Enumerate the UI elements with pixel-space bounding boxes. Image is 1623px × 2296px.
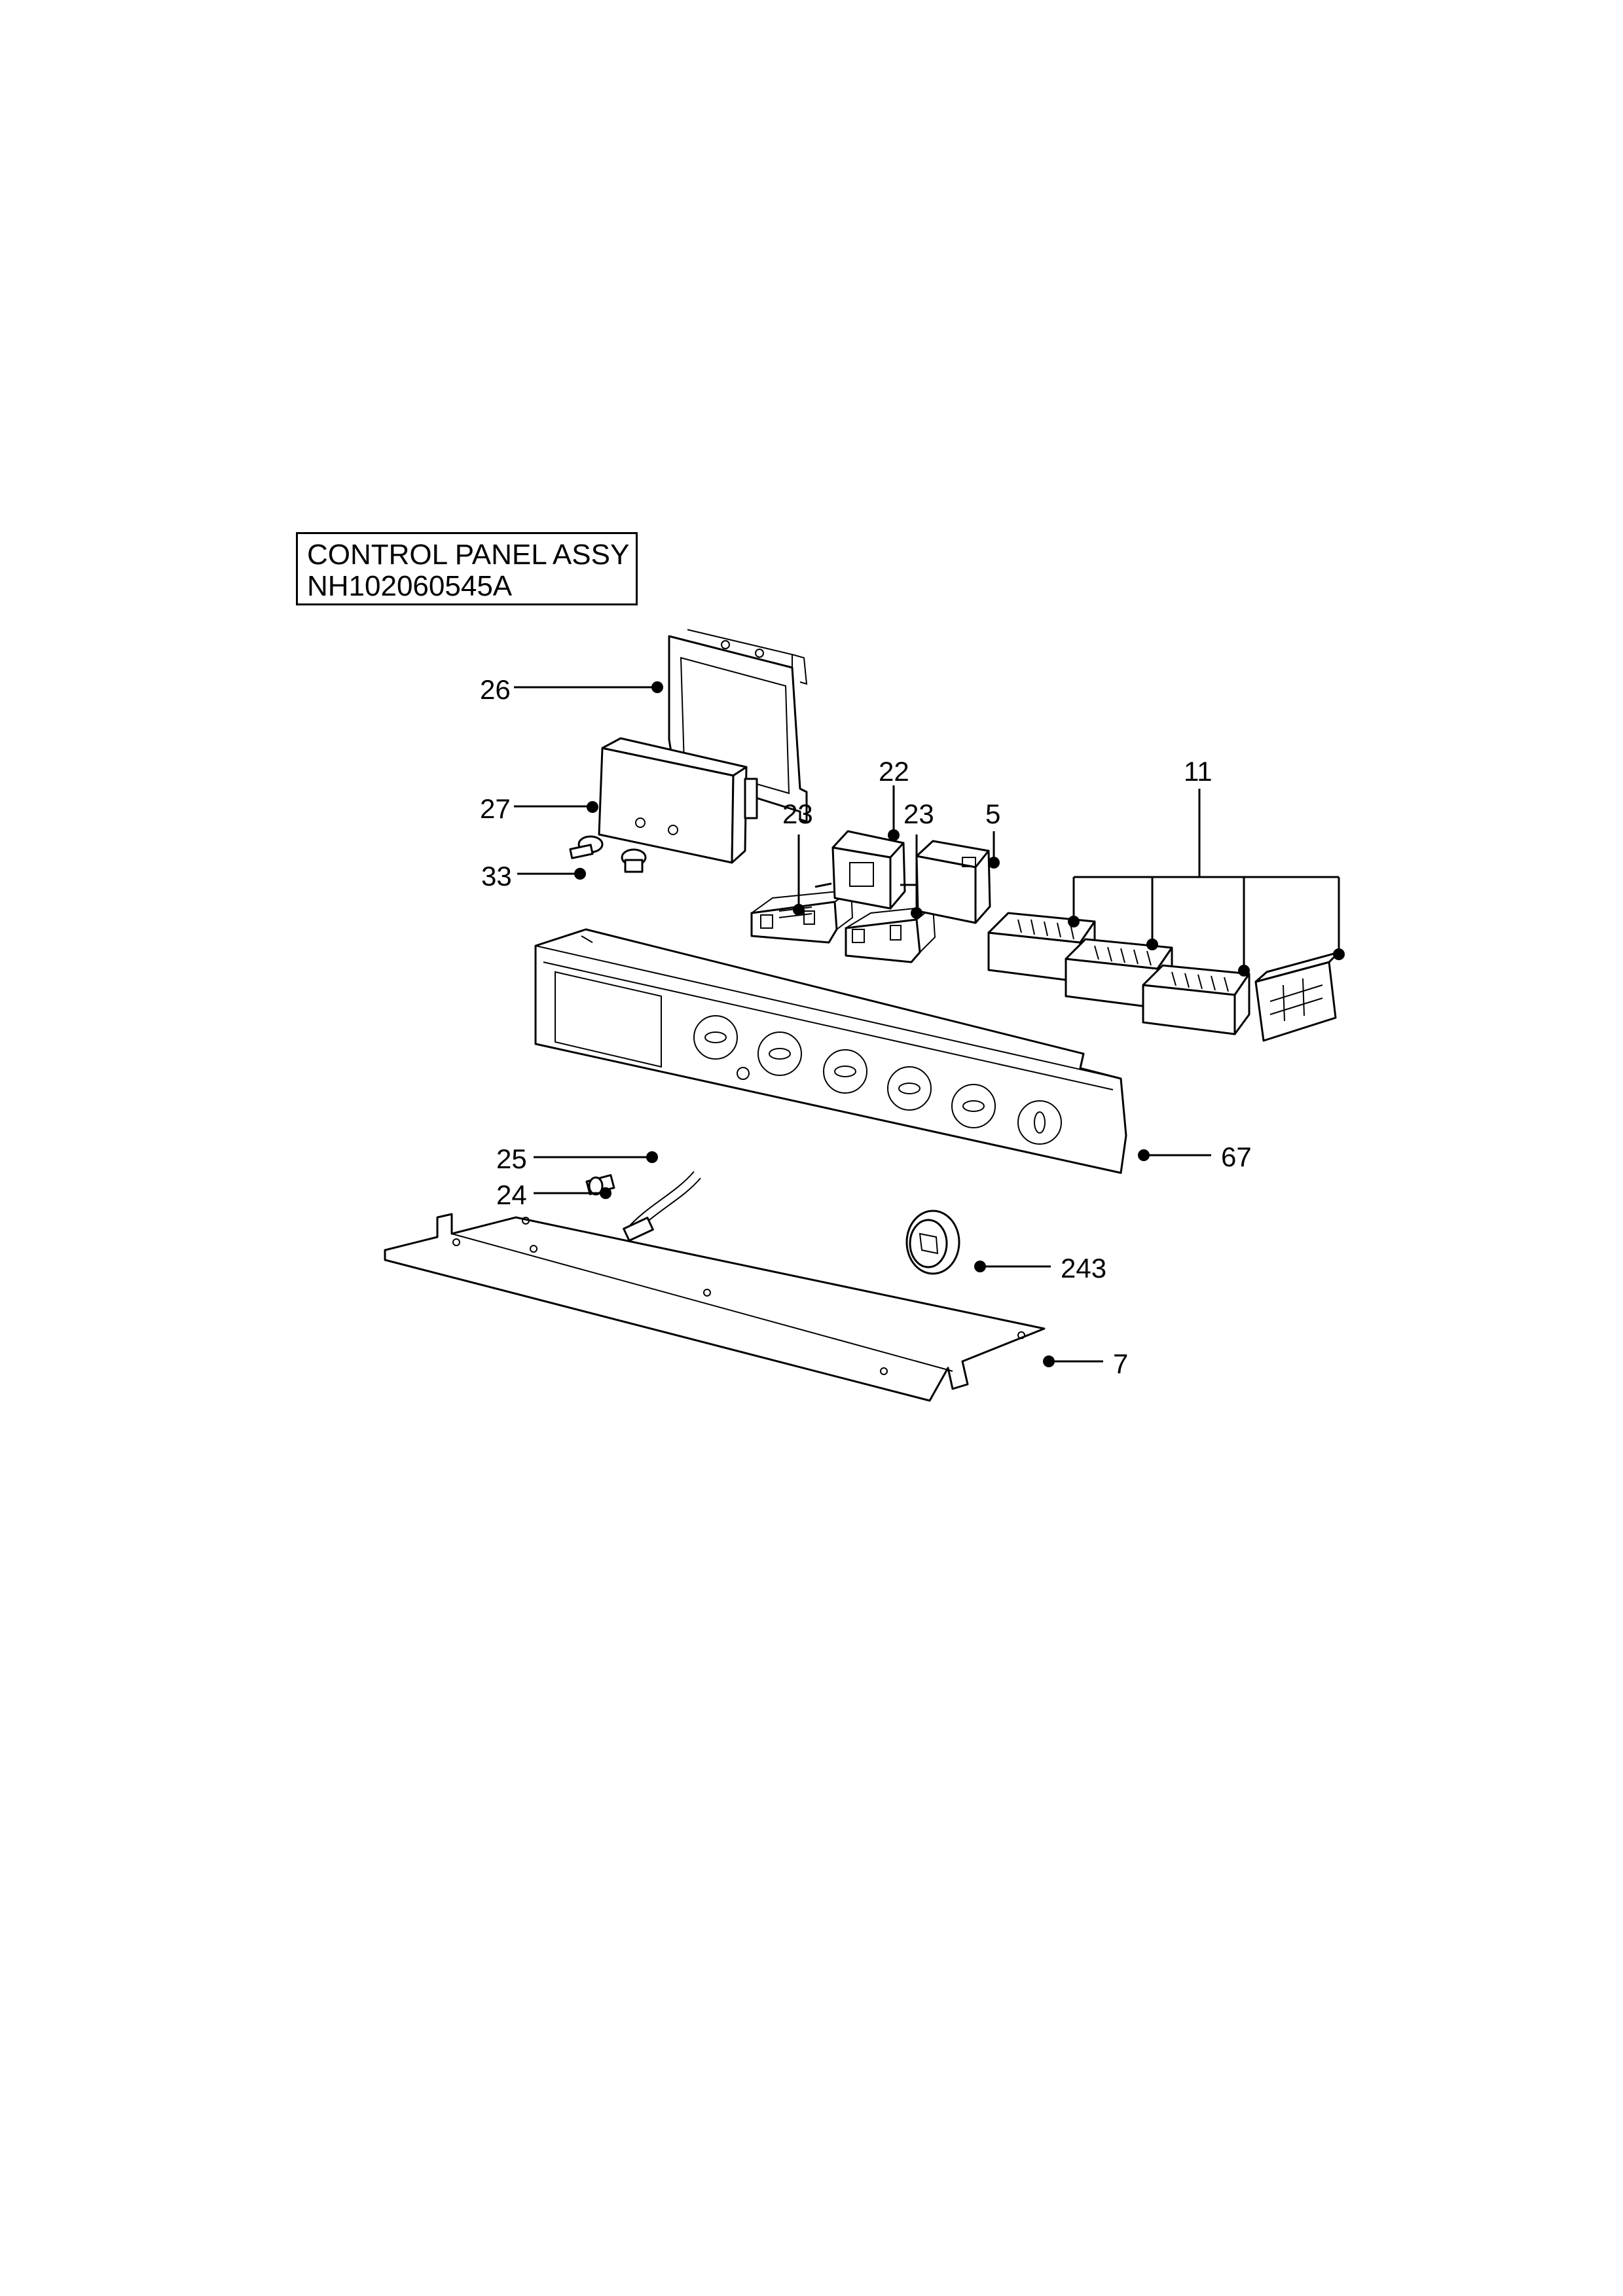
callout-5: 5 bbox=[985, 798, 1000, 829]
part-11-switch-4 bbox=[1254, 951, 1340, 1042]
assembly-part-number: NH102060545A bbox=[307, 570, 513, 602]
burner-knob-holes bbox=[693, 1015, 1062, 1145]
assembly-title-box: CONTROL PANEL ASSY NH102060545A bbox=[296, 532, 638, 605]
part-22-thermostat bbox=[814, 830, 906, 910]
part-243-knob bbox=[905, 1210, 960, 1275]
part-11-switch-3 bbox=[1142, 964, 1250, 1035]
callout-26: 26 bbox=[480, 674, 511, 705]
callout-243: 243 bbox=[1061, 1253, 1106, 1283]
callout-67: 67 bbox=[1221, 1141, 1252, 1172]
callout-23-left: 23 bbox=[782, 798, 813, 829]
part-25-lamp bbox=[623, 1171, 701, 1242]
callout-25: 25 bbox=[496, 1143, 527, 1174]
part-5-regulator bbox=[900, 840, 991, 924]
callout-11: 11 bbox=[1184, 756, 1213, 787]
callout-leaders bbox=[514, 681, 1345, 1367]
part-27-module bbox=[598, 737, 758, 864]
callout-labels: 26 27 33 23 22 23 5 11 25 24 67 243 7 bbox=[480, 674, 1252, 1379]
assembly-name: CONTROL PANEL ASSY bbox=[307, 539, 630, 571]
callout-23-right: 23 bbox=[903, 798, 934, 829]
callout-7: 7 bbox=[1113, 1348, 1128, 1379]
part-7-bottom-plate bbox=[384, 1213, 1046, 1402]
callout-22: 22 bbox=[879, 756, 909, 787]
callout-33: 33 bbox=[481, 861, 512, 891]
part-67-control-panel bbox=[534, 928, 1127, 1174]
callout-27: 27 bbox=[480, 793, 511, 824]
part-33-screws bbox=[569, 835, 647, 873]
callout-24: 24 bbox=[496, 1179, 527, 1210]
